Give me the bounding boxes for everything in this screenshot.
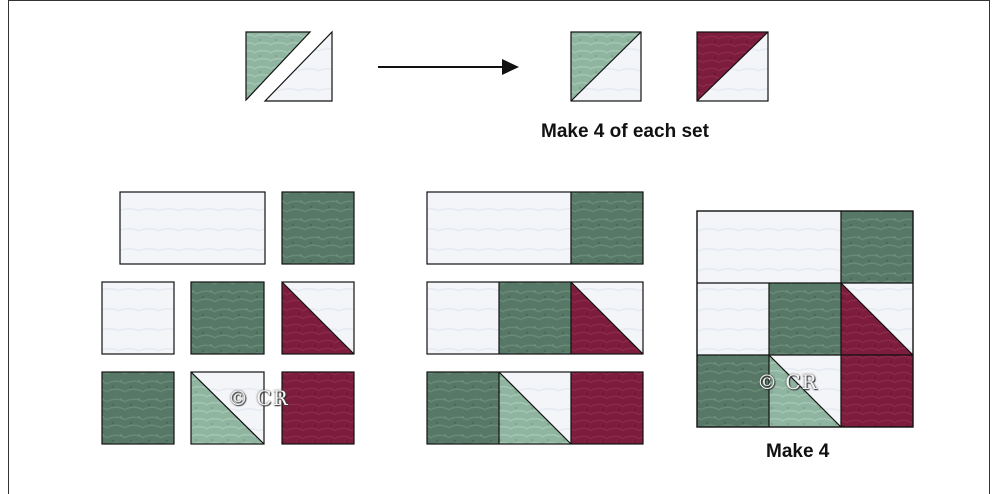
diagram-frame	[8, 0, 990, 494]
loose-pieces	[101, 191, 355, 445]
hst-green-white	[570, 31, 642, 102]
watermark: © CR	[757, 370, 818, 394]
caption-make-4: Make 4	[766, 441, 830, 462]
caption-make-4-each-set: Make 4 of each set	[541, 121, 709, 142]
sewn-rows	[426, 191, 644, 445]
arrow-icon	[378, 59, 519, 75]
watermark: © CR	[228, 386, 289, 410]
finished-block	[696, 210, 914, 428]
hst-maroon-white	[696, 31, 769, 102]
separated-triangles	[245, 30, 333, 102]
